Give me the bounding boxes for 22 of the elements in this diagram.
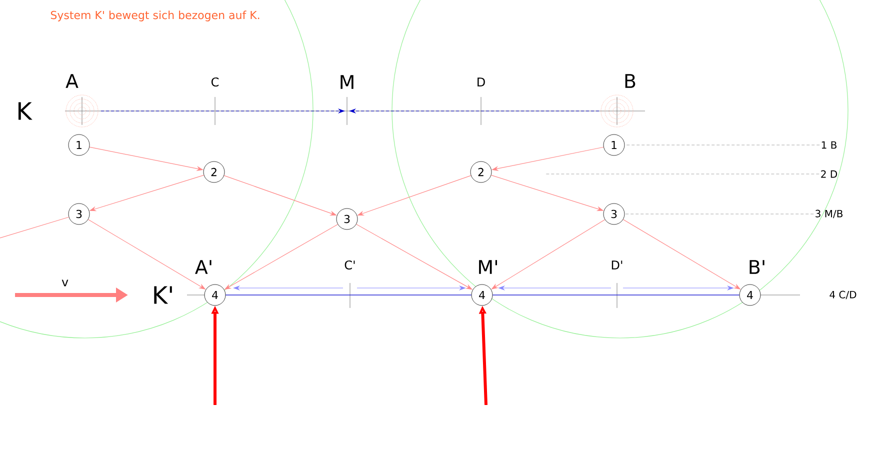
point-label: C': [344, 260, 355, 270]
axis-label: 4 C/D: [830, 290, 856, 300]
title: System K' bewegt sich bezogen auf K.: [50, 10, 260, 22]
step-label: 2 D: [821, 170, 838, 178]
connector-line: [225, 294, 472, 296]
axis-label: v: [62, 280, 68, 286]
point-label: A: [66, 74, 78, 88]
axis-label: C: [212, 77, 219, 87]
connector-line: [492, 294, 740, 296]
axis-label: K': [154, 286, 172, 304]
axis-label: B': [750, 260, 764, 274]
step-label: 3 M/B: [816, 210, 842, 218]
axis-label: D: [478, 78, 485, 86]
axis-label: A': [195, 260, 212, 274]
connector-line: [0, 216, 70, 238]
point-label: M: [340, 75, 354, 89]
point-label: B: [625, 74, 636, 88]
point-label: D': [612, 260, 622, 270]
step-label: 1 B: [822, 141, 836, 149]
leader-line: [624, 144, 820, 146]
axis-label: M': [479, 260, 497, 274]
axis-label: K: [18, 102, 32, 120]
